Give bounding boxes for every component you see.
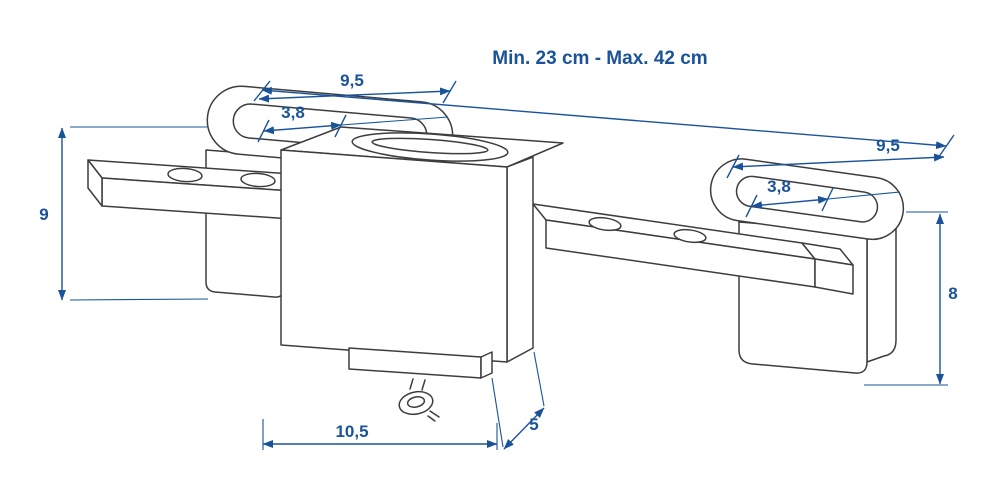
dim-extension [491,377,504,448]
product-outline [87,85,905,422]
left-slot-width-label: 3,8 [281,103,305,122]
dim-extension [340,116,449,126]
dim-tick [726,154,740,179]
dim-extension [827,191,901,200]
right-rail-hole [588,216,622,232]
dim-line-right-slot-width [751,195,829,210]
dim-tick [257,119,270,143]
right-bracket-slot [709,158,905,241]
dim-line-left-slot-width [263,121,342,135]
body-depth-label: 5 [529,415,538,434]
dim-tick [442,80,457,104]
right-rail-hole [673,228,707,244]
dim-tick [821,187,834,212]
key [398,378,440,422]
dim-extension [69,298,209,301]
lock-body [280,126,564,379]
dim-tick [334,114,347,138]
left-rail-hole [240,172,276,188]
left-slot-length-label: 9,5 [340,71,364,90]
right-slot-width-label: 3,8 [767,177,791,196]
left-rail-hole [167,167,203,183]
dim-tick [937,134,955,159]
dim-line-body-depth [503,407,545,450]
left-height-label: 9 [39,205,48,224]
dimensions: Min. 23 cm - Max. 42 cm 9,5 3,8 9 9,5 [39,48,958,450]
body-width-label: 10,5 [335,422,368,441]
dim-extension [533,351,545,407]
dim-line-right-slot-length [732,153,945,171]
dim-line-left-slot-length [258,87,451,103]
right-slot-length-label: 9,5 [876,136,900,155]
overall-range-label: Min. 23 cm - Max. 42 cm [492,48,707,69]
right-height-label: 8 [948,284,957,303]
right-rail [532,203,854,295]
dim-tick [745,194,758,218]
